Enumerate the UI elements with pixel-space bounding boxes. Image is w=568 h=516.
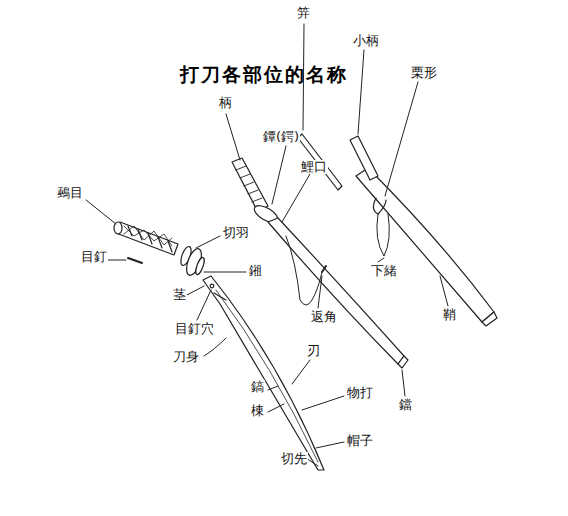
- part-label: 切先: [280, 452, 308, 466]
- part-label: 鎬: [250, 380, 265, 394]
- leader-lines: [86, 24, 448, 466]
- part-label: 小柄: [352, 34, 380, 48]
- diagram-title: 打刀各部位的名称: [180, 62, 348, 88]
- part-label: 下緒: [370, 264, 398, 278]
- part-label: 鐔(鍔): [262, 130, 300, 144]
- part-label: 刀身: [172, 350, 200, 364]
- scabbard: [350, 136, 497, 326]
- part-label: 栗形: [410, 66, 438, 80]
- part-label: 鞘: [442, 308, 457, 322]
- part-label: 鎺: [248, 264, 263, 278]
- part-label: 目釘: [80, 250, 108, 264]
- part-label: 刃: [306, 344, 321, 358]
- part-label: 笄: [296, 6, 311, 20]
- part-label: 返角: [310, 310, 338, 324]
- part-label: 帽子: [346, 434, 374, 448]
- part-label: 鐺: [398, 398, 413, 412]
- part-label: 茎: [172, 288, 187, 302]
- kogai: [298, 134, 342, 190]
- part-label: 鯉口: [300, 160, 328, 174]
- hilt-part: [114, 222, 206, 277]
- part-label: 鵐目: [56, 186, 84, 200]
- part-label: 切羽: [222, 226, 250, 240]
- part-label: 物打: [346, 386, 374, 400]
- part-label: 目釘穴: [174, 322, 215, 336]
- part-label: 棟: [250, 404, 265, 418]
- part-label: 柄: [218, 96, 233, 110]
